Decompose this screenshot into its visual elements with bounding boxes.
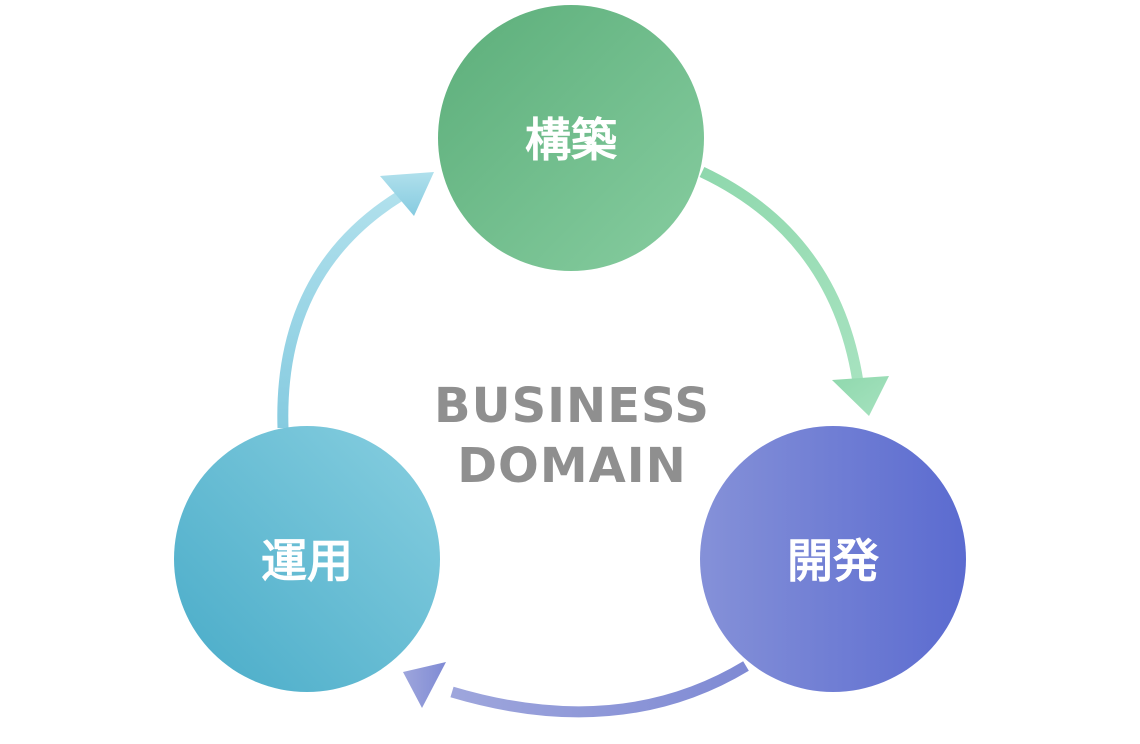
center-label: BUSINESS DOMAIN [400,376,744,496]
arrow-build-to-develop [699,167,889,416]
node-operate-label: 運用 [261,534,353,588]
node-build-circle [438,5,704,271]
node-develop: 開発 [700,426,966,692]
node-operate: 運用 [174,426,440,692]
node-develop-label: 開発 [787,534,880,588]
node-build-label: 構築 [525,113,618,167]
center-label-line1: BUSINESS [434,378,710,434]
node-operate-circle [174,426,440,692]
arrow-operate-to-build [277,172,434,429]
arrow-develop-to-operate [403,661,749,718]
node-build: 構築 [438,5,704,271]
node-develop-circle [700,426,966,692]
center-label-line2: DOMAIN [457,438,687,494]
